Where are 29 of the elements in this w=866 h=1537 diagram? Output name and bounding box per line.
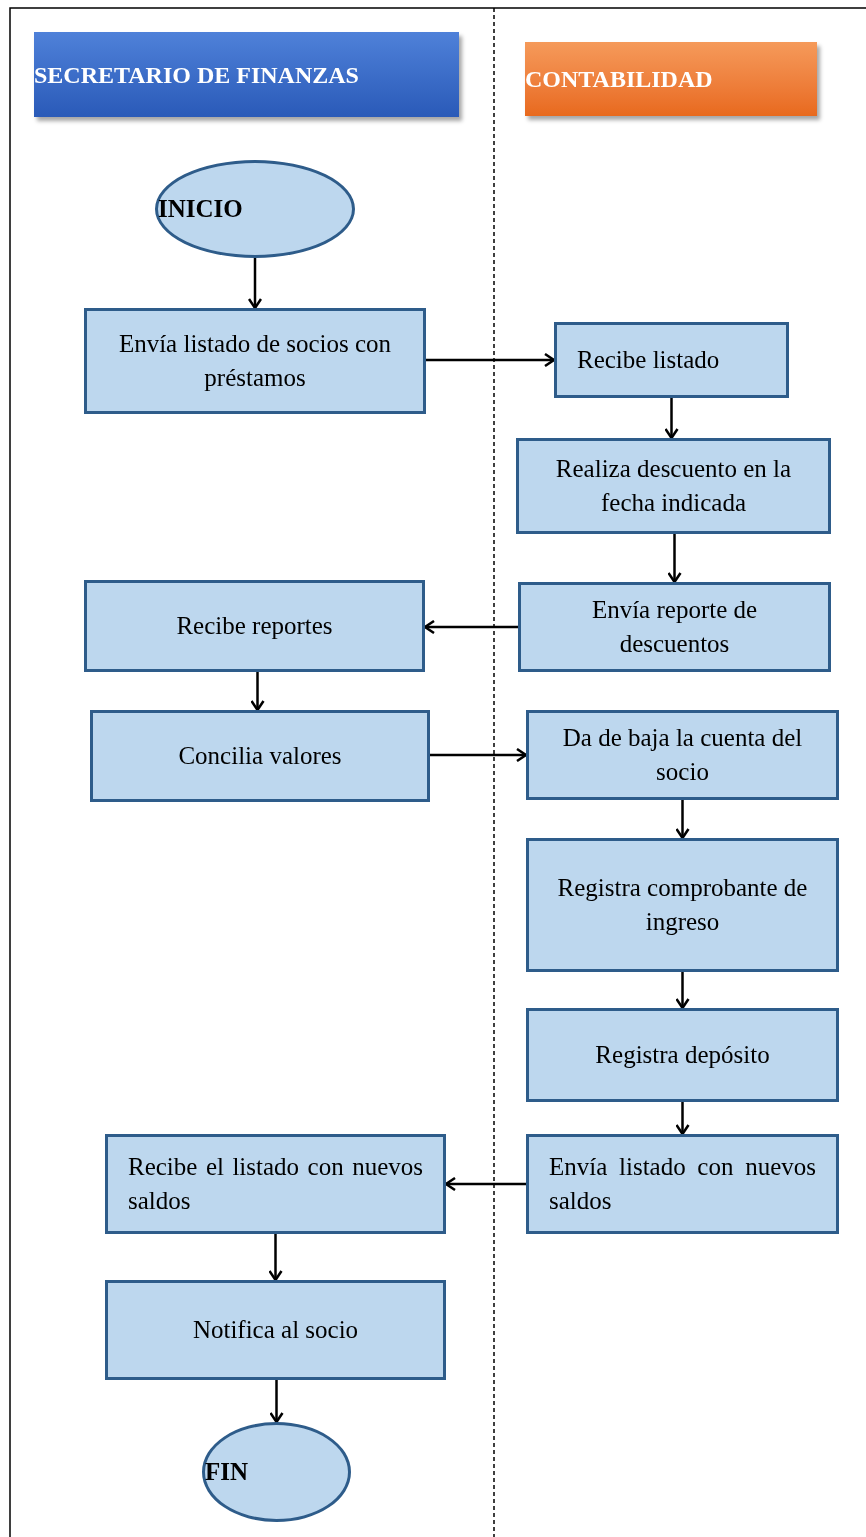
arrow — [269, 1380, 284, 1424]
arrow — [430, 747, 528, 763]
terminal-ellipse: INICIO — [155, 160, 355, 258]
process-box: Recibe reportes — [84, 580, 425, 672]
process-box: Envía listado de socios con préstamos — [84, 308, 426, 414]
lane-header: CONTABILIDAD — [525, 42, 817, 116]
arrow — [268, 1234, 283, 1282]
arrow — [247, 258, 263, 310]
process-box: Registra comprobante de ingreso — [526, 838, 839, 972]
process-box: Envía reporte de descuentos — [518, 582, 831, 672]
process-box: Envía listado con nuevos saldos — [526, 1134, 839, 1234]
process-box: Notifica al socio — [105, 1280, 446, 1380]
arrow — [664, 398, 679, 440]
arrow — [444, 1176, 526, 1192]
arrow — [426, 352, 556, 368]
arrow — [667, 534, 682, 584]
arrow — [675, 800, 690, 840]
process-box: Concilia valores — [90, 710, 430, 802]
process-box: Recibe listado — [554, 322, 789, 398]
lane-header: SECRETARIO DE FINANZAS — [34, 32, 459, 117]
terminal-ellipse: FIN — [202, 1422, 351, 1522]
process-box: Registra depósito — [526, 1008, 839, 1102]
process-box: Da de baja la cuenta del socio — [526, 710, 839, 800]
process-box: Realiza descuento en la fecha indicada — [516, 438, 831, 534]
process-box: Recibe el listado con nuevos saldos — [105, 1134, 446, 1234]
arrow — [250, 672, 265, 712]
arrow — [675, 1102, 690, 1136]
arrow — [423, 619, 518, 635]
arrow — [675, 972, 690, 1010]
